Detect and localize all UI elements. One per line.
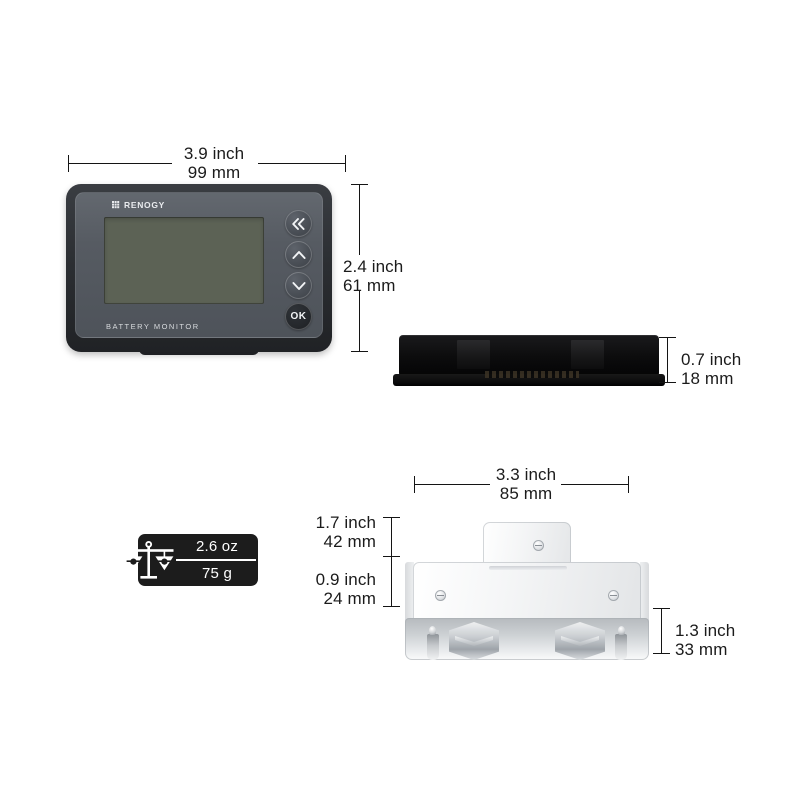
weight-imperial: 2.6 oz bbox=[195, 538, 239, 556]
dimension-tick-top bbox=[383, 517, 400, 518]
side-vent-slots bbox=[485, 371, 579, 378]
screw-hole-left bbox=[435, 590, 446, 601]
monitor-bezel: RENOGY BATTERY MONITOR bbox=[66, 184, 332, 352]
dimension-bracket-width-text: 3.3 inch 85 mm bbox=[495, 465, 557, 503]
bracket-clip-boss-left bbox=[449, 622, 499, 660]
bracket-wing-left bbox=[405, 562, 414, 624]
dimension-line-left-segment bbox=[68, 163, 172, 164]
bracket-foot-left bbox=[427, 634, 439, 660]
dimension-line-left-segment bbox=[414, 484, 490, 485]
bracket-groove bbox=[489, 566, 567, 570]
dimension-line-upper bbox=[391, 517, 392, 557]
dimension-line-right-segment bbox=[561, 484, 628, 485]
ok-button[interactable]: OK bbox=[285, 303, 312, 330]
lcd-screen bbox=[104, 217, 264, 304]
dimension-tick-top bbox=[351, 184, 368, 185]
side-rear-case bbox=[399, 335, 659, 375]
chevron-down-icon bbox=[291, 281, 306, 290]
weight-metric: 75 g bbox=[202, 564, 232, 582]
brand-logo: RENOGY bbox=[112, 201, 165, 210]
mounting-bracket bbox=[405, 522, 649, 660]
dimension-side-depth-text: 0.7 inch 18 mm bbox=[681, 350, 742, 388]
dimension-tick-right bbox=[345, 155, 346, 172]
weight-badge: 2.6 oz 75 g bbox=[124, 534, 258, 586]
bracket-foot-right bbox=[615, 634, 627, 660]
dimension-front-height-text: 2.4 inch 61 mm bbox=[343, 257, 404, 295]
bracket-wing-right bbox=[640, 562, 649, 624]
device-label: BATTERY MONITOR bbox=[106, 322, 200, 331]
brand-name: RENOGY bbox=[124, 200, 166, 210]
dimension-tick-left bbox=[414, 476, 415, 493]
battery-monitor-side-view bbox=[393, 335, 665, 386]
dimension-line-bottom-segment bbox=[359, 290, 360, 352]
weight-values: 2.6 oz 75 g bbox=[176, 534, 258, 586]
button-column: OK bbox=[285, 210, 312, 330]
dimension-tick-bottom bbox=[351, 351, 368, 352]
up-button[interactable] bbox=[285, 241, 312, 268]
dimension-line-top-segment bbox=[359, 184, 360, 255]
double-chevron-left-icon bbox=[292, 217, 305, 230]
screw-hole-right bbox=[608, 590, 619, 601]
bracket-flange bbox=[413, 562, 641, 620]
balance-scale-icon bbox=[124, 541, 174, 579]
dimension-bracket-depth-text: 1.3 inch 33 mm bbox=[675, 621, 736, 659]
dimension-line bbox=[661, 608, 662, 654]
back-button[interactable] bbox=[285, 210, 312, 237]
dimension-tick-top bbox=[659, 337, 676, 338]
chevron-up-icon bbox=[291, 250, 306, 259]
dimension-bracket-upper-height-text: 1.7 inch 42 mm bbox=[315, 513, 376, 551]
dimension-tick-bottom bbox=[653, 653, 670, 654]
side-clip-block-right bbox=[571, 340, 604, 369]
dimension-tick-top bbox=[653, 608, 670, 609]
screw-hole-top bbox=[533, 540, 544, 551]
bracket-base-plate bbox=[405, 618, 649, 660]
dimension-tick-bottom bbox=[383, 606, 400, 607]
dimension-line-right-segment bbox=[258, 163, 346, 164]
dimension-tick-left bbox=[68, 155, 69, 172]
battery-monitor-front-view: RENOGY BATTERY MONITOR bbox=[66, 184, 332, 355]
side-clip-block-left bbox=[457, 340, 490, 369]
dimension-front-width-text: 3.9 inch 99 mm bbox=[183, 144, 245, 182]
bracket-clip-boss-right bbox=[555, 622, 605, 660]
weight-divider bbox=[176, 559, 256, 561]
side-front-bezel-edge bbox=[393, 374, 665, 386]
dimension-line bbox=[667, 337, 668, 383]
down-button[interactable] bbox=[285, 272, 312, 299]
renogy-grid-icon bbox=[112, 201, 120, 209]
dimension-tick-right bbox=[628, 476, 629, 493]
monitor-front-face: RENOGY BATTERY MONITOR bbox=[75, 192, 323, 338]
bracket-pin-right bbox=[618, 626, 625, 635]
bracket-pin-left bbox=[429, 626, 436, 635]
dimension-bracket-lower-height-text: 0.9 inch 24 mm bbox=[315, 570, 376, 608]
dimension-tick-bottom bbox=[659, 382, 676, 383]
dimension-line-lower bbox=[391, 556, 392, 607]
